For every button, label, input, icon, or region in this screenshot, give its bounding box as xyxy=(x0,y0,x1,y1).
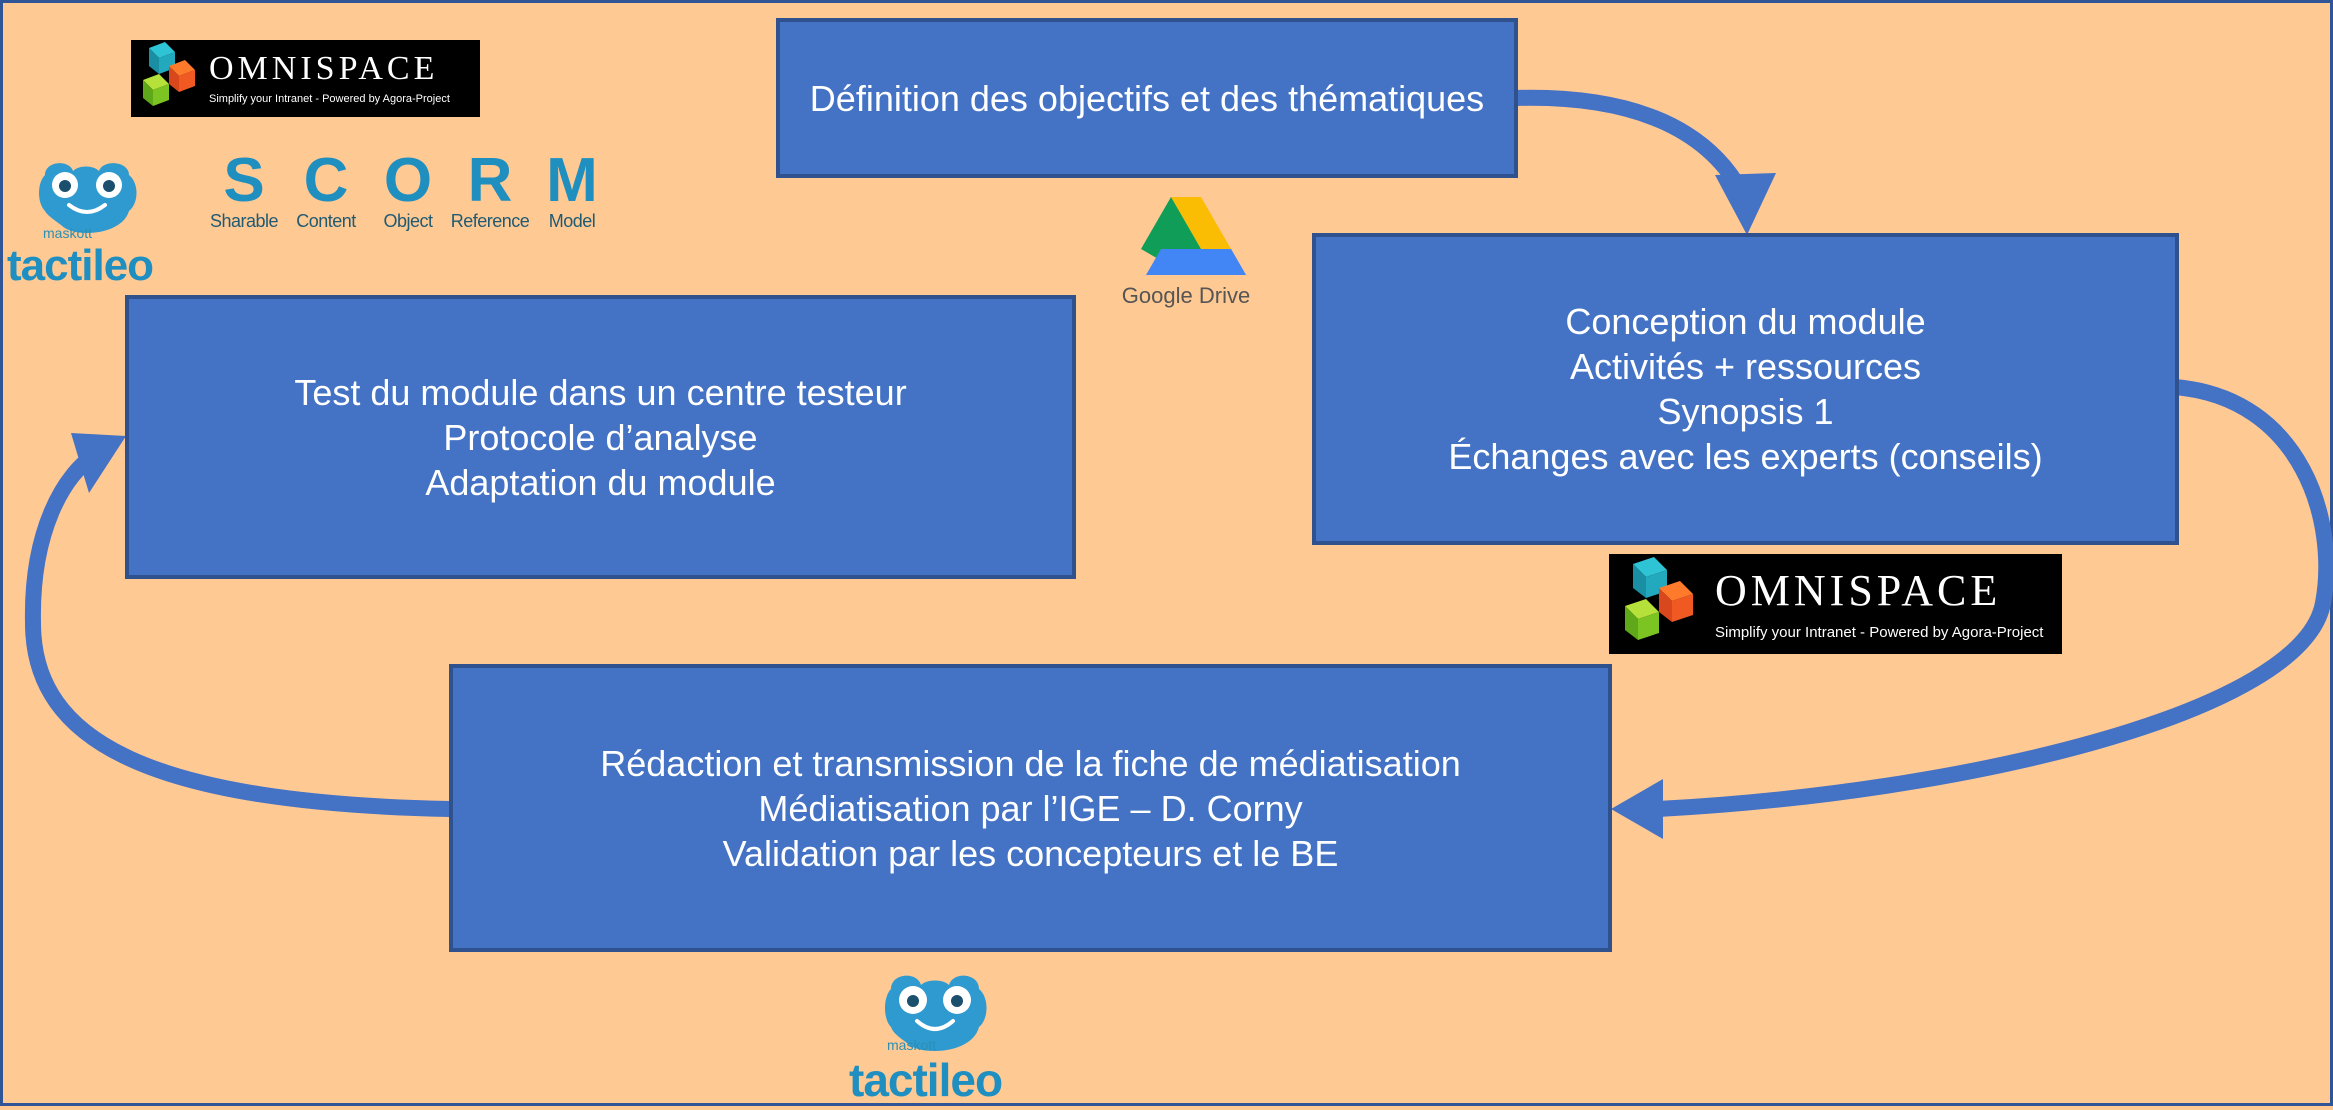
scorm-letter-o: O xyxy=(383,146,433,215)
scorm-col-o: O Object xyxy=(367,146,449,232)
box-redaction: Rédaction et transmission de la fiche de… xyxy=(449,664,1612,952)
tactileo-frog-icon xyxy=(885,975,987,1051)
scorm-col-m: M Model xyxy=(531,146,613,232)
scorm-letter-r: R xyxy=(467,146,513,215)
omnispace-logo-small-name: OMNISPACE xyxy=(209,50,439,87)
box-test-line-3: Adaptation du module xyxy=(425,461,776,503)
arrowhead-test xyxy=(71,433,126,493)
arrow-redaction-to-test xyxy=(24,446,451,817)
box-conception: Conception du module Activités + ressour… xyxy=(1312,233,2179,545)
box-test: Test du module dans un centre testeur Pr… xyxy=(125,295,1076,579)
arrowhead-redaction xyxy=(1611,779,1663,839)
box-redaction-line-1: Rédaction et transmission de la fiche de… xyxy=(600,742,1461,784)
box-conception-line-3: Synopsis 1 xyxy=(1657,391,1834,432)
scorm-letter-c: C xyxy=(303,146,349,215)
omnispace-cubes-icon xyxy=(131,40,201,117)
scorm-letter-m: M xyxy=(546,146,598,215)
omnispace-logo-large-name: OMNISPACE xyxy=(1715,565,2002,615)
scorm-col-s: S Sharable xyxy=(203,146,285,232)
box-objectives-line-1: Définition des objectifs et des thématiq… xyxy=(809,77,1485,119)
scorm-word-model: Model xyxy=(548,211,596,231)
tactileo-top-maskott: maskott xyxy=(43,225,93,241)
omnispace-logo-small-tagline: Simplify your Intranet - Powered by Agor… xyxy=(209,93,450,105)
omnispace-logo-large: OMNISPACE Simplify your Intranet - Power… xyxy=(1609,554,2062,654)
box-conception-line-4: Échanges avec les experts (conseils) xyxy=(1448,436,2043,477)
cycle-arrows xyxy=(24,89,2333,839)
box-conception-line-2: Activités + ressources xyxy=(1569,346,1922,387)
tactileo-frog-icon xyxy=(39,163,137,233)
arrow-conception-to-redaction xyxy=(1657,379,2333,817)
arrow-objectives-to-conception xyxy=(1514,89,1748,195)
omnispace-logo-large-tagline: Simplify your Intranet - Powered by Agor… xyxy=(1715,623,2044,641)
google-drive-icon xyxy=(1126,197,1246,275)
box-redaction-line-3: Validation par les concepteurs et le BE xyxy=(722,832,1339,874)
scorm-word-object: Object xyxy=(383,211,433,231)
google-drive-logo: Google Drive xyxy=(1121,195,1251,308)
google-drive-label: Google Drive xyxy=(1121,283,1251,308)
scorm-word-reference: Reference xyxy=(450,211,530,231)
scorm-logo: S Sharable C Content O Object R Referenc… xyxy=(203,146,613,232)
scorm-word-content: Content xyxy=(296,211,356,231)
omnispace-logo-small: OMNISPACE Simplify your Intranet - Power… xyxy=(131,40,480,117)
omnispace-cubes-icon xyxy=(1609,554,1701,654)
box-conception-line-1: Conception du module xyxy=(1565,301,1926,342)
tactileo-logo-top: maskott tactileo xyxy=(7,153,177,290)
tactileo-bottom-name: tactileo xyxy=(849,1054,1003,1106)
scorm-col-c: C Content xyxy=(285,146,367,232)
box-objectives: Définition des objectifs et des thématiq… xyxy=(776,18,1518,178)
tactileo-bottom-maskott: maskott xyxy=(887,1037,937,1053)
scorm-word-sharable: Sharable xyxy=(209,211,279,231)
scorm-col-r: R Reference xyxy=(449,146,531,232)
tactileo-logo-bottom: maskott tactileo xyxy=(849,965,1029,1106)
box-test-line-2: Protocole d’analyse xyxy=(443,416,758,458)
tactileo-top-name: tactileo xyxy=(7,241,154,290)
box-test-line-1: Test du module dans un centre testeur xyxy=(294,371,907,413)
arrowhead-conception xyxy=(1715,173,1776,235)
scorm-letter-s: S xyxy=(223,146,265,215)
box-redaction-line-2: Médiatisation par l’IGE – D. Corny xyxy=(758,787,1303,829)
